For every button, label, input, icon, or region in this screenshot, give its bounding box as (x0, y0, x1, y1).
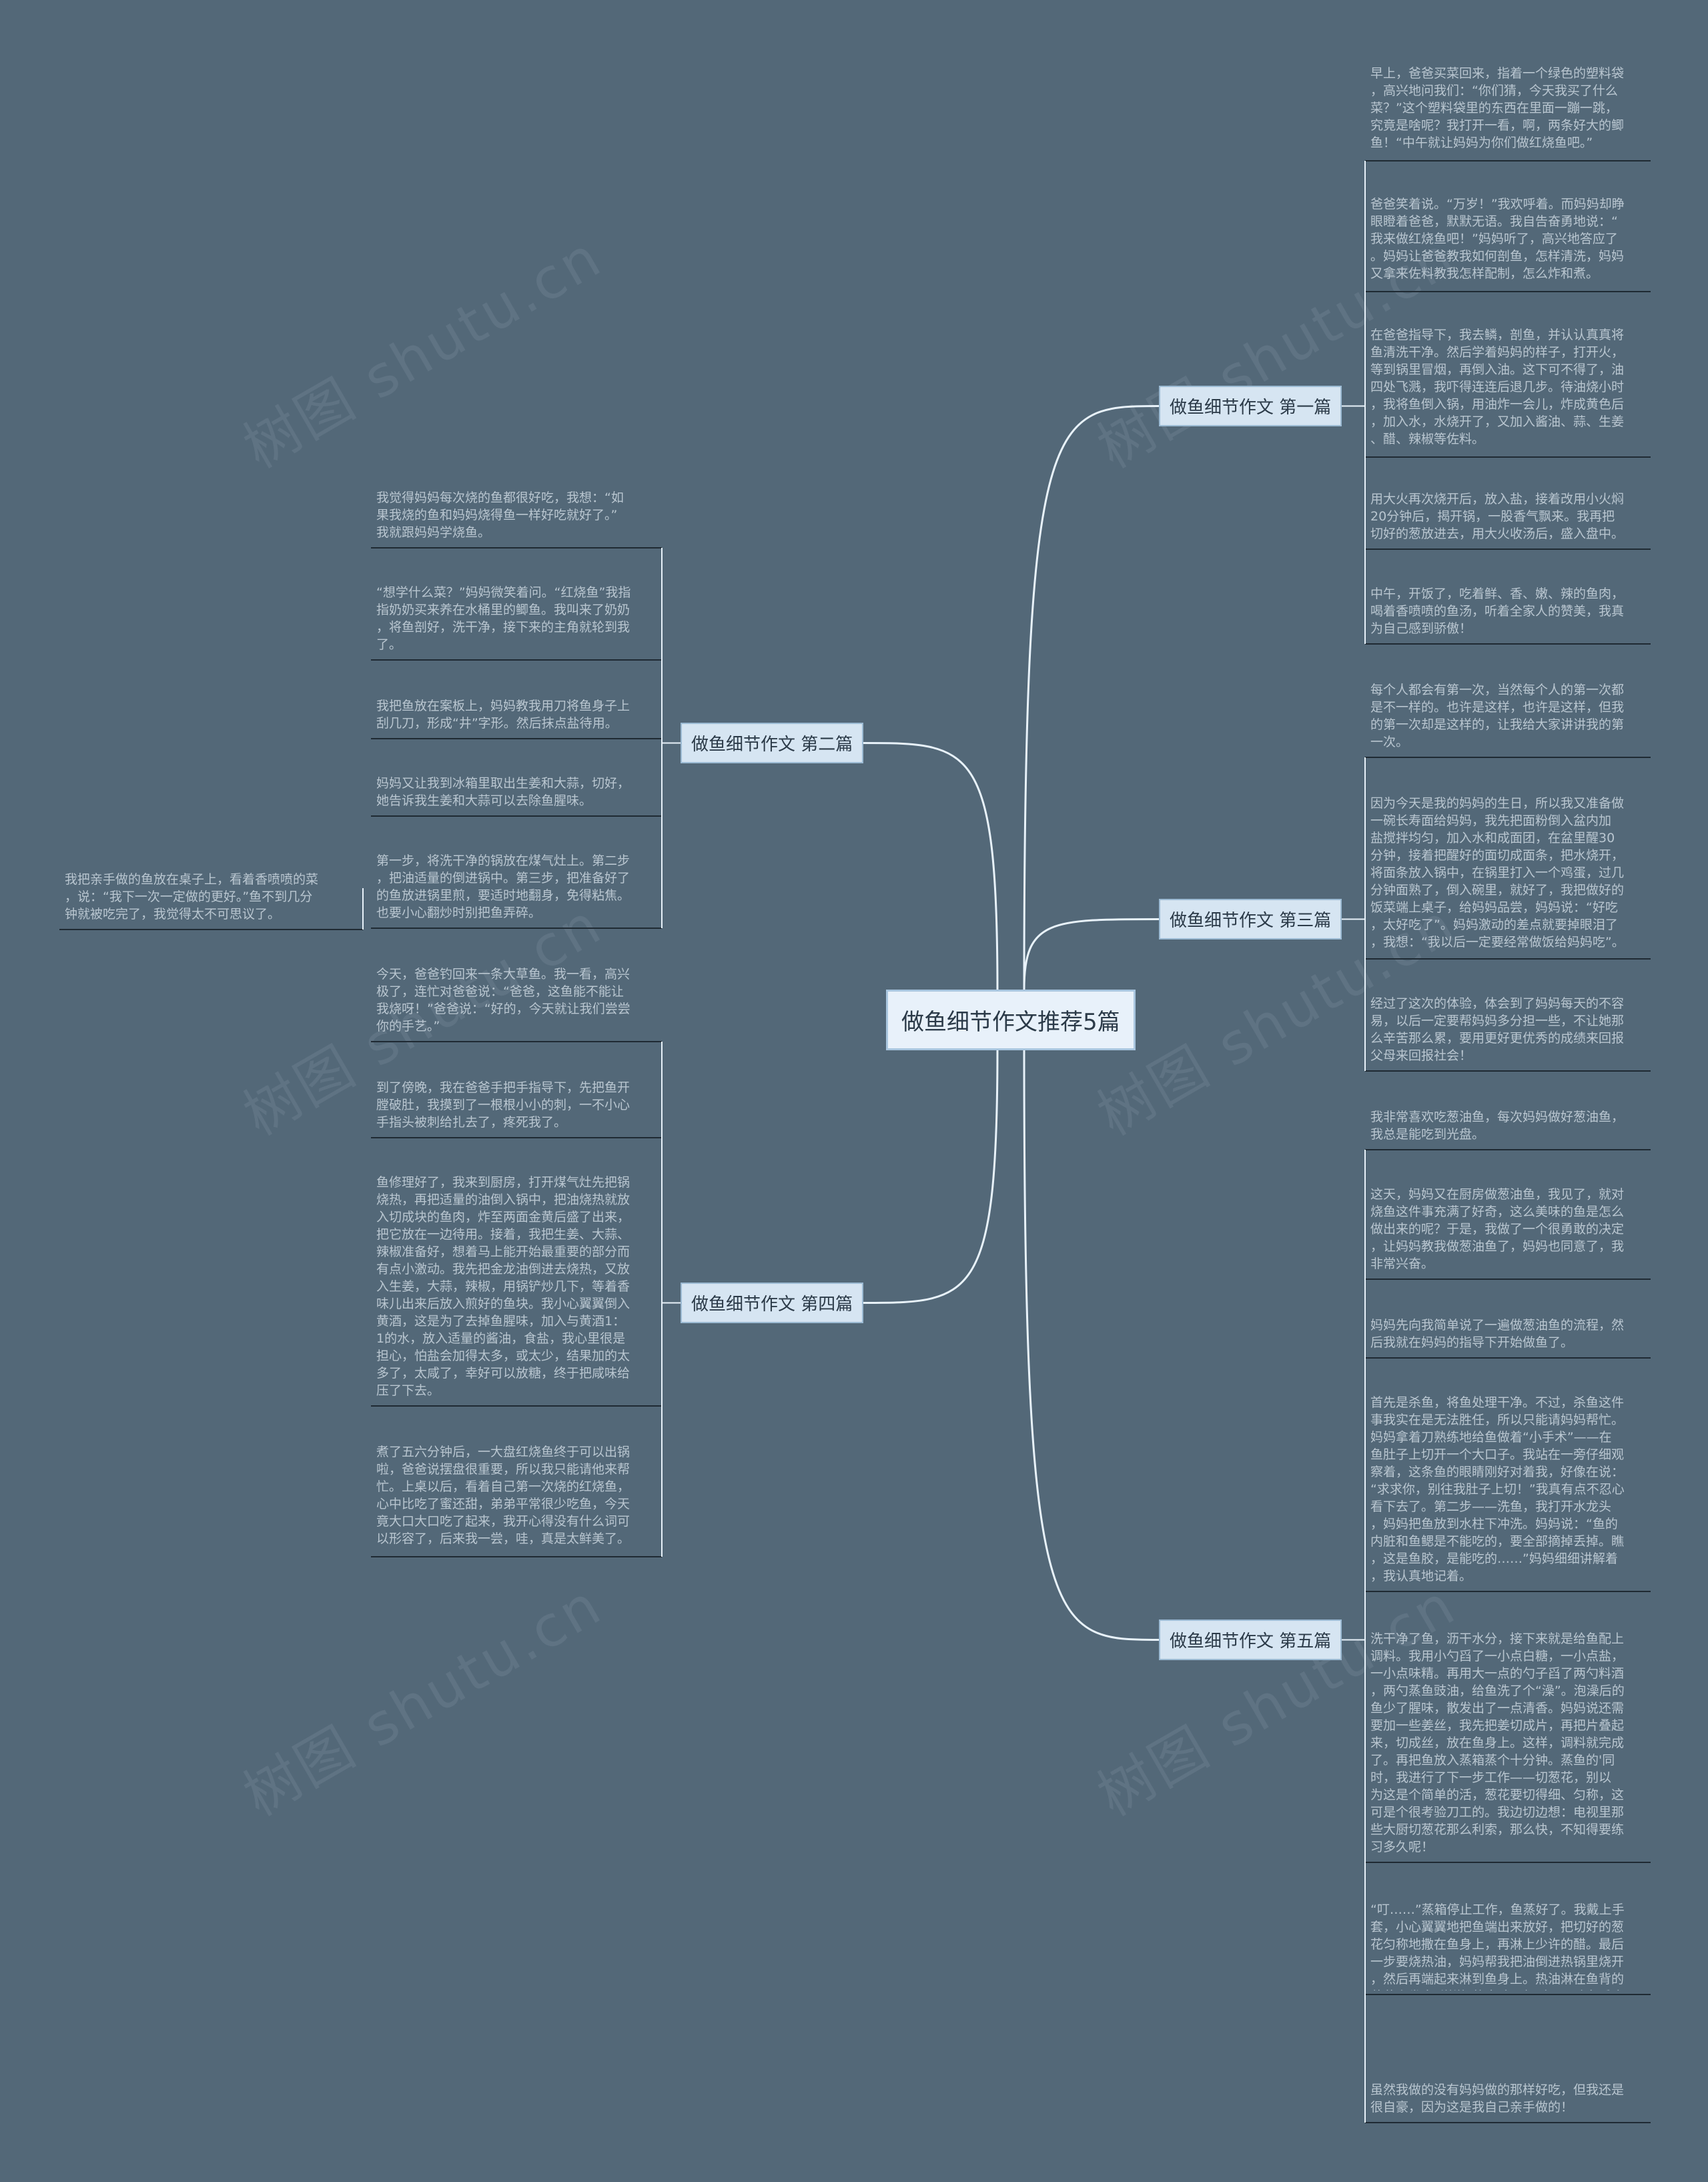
branch-link-2 (863, 742, 999, 990)
leaf-5-7: 虽然我做的没有妈妈做的那样好吃，但我还是 很自豪，因为这是我自己亲手做的！ (1370, 2083, 1625, 2115)
branch-link-4 (863, 1050, 999, 1304)
branch-node-1[interactable]: 做鱼细节作文 第一篇 (1159, 386, 1342, 426)
leaf-5-2: 这天，妈妈又在厨房做葱油鱼，我见了，就对 烧鱼这件事充满了好奇，这么美味的鱼是怎… (1370, 1187, 1625, 1271)
branch-node-3[interactable]: 做鱼细节作文 第三篇 (1159, 899, 1342, 940)
leaf-5-5: 洗干净了鱼，沥干水分，接下来就是给鱼配上 调料。我用小勺舀了一小点白糖，一小点盐… (1370, 1631, 1625, 1854)
leaf-4-2: 到了傍晚，我在爸爸手把手指导下，先把鱼开 膛破肚，我摸到了一根根小小的刺，一不小… (376, 1080, 630, 1130)
branch-node-4[interactable]: 做鱼细节作文 第四篇 (681, 1283, 864, 1323)
leaf-5-6: “叮……”蒸箱停止工作，鱼蒸好了。我戴上手 套，小心翼翼地把鱼端出来放好，把切好… (1370, 1902, 1625, 1990)
branch-node-2[interactable]: 做鱼细节作文 第二篇 (681, 723, 864, 763)
leaf-1-1: 早上，爸爸买菜回来，指着一个绿色的塑料袋 ，高兴地问我们：“你们猜，今天我买了什… (1370, 66, 1625, 150)
branch-link-1 (1023, 405, 1160, 990)
root-node[interactable]: 做鱼细节作文推荐5篇 (886, 990, 1136, 1050)
leaf-2-5: 第一步，将洗干净的锅放在煤气灶上。第二步 ，把油适量的倒进锅中。第三步，把准备好… (376, 853, 630, 920)
leaf-3-1: 每个人都会有第一次，当然每个人的第一次都 是不一样的。也许是这样，也许是这样，但… (1370, 683, 1625, 749)
leaf-2-3: 我把鱼放在案板上，妈妈教我用刀将鱼身子上 刮几刀，形成“井”字形。然后抹点盐待用… (376, 699, 630, 731)
leaf-4-1: 今天，爸爸钓回来一条大草鱼。我一看，高兴 极了，连忙对爸爸说：“爸爸，这鱼能不能… (376, 967, 630, 1034)
branch-node-5[interactable]: 做鱼细节作文 第五篇 (1159, 1619, 1342, 1660)
leaf-3-2: 因为今天是我的妈妈的生日，所以我又准备做 一碗长寿面给妈妈，我先把面粉倒入盆内加… (1370, 796, 1625, 950)
leaf-5-1: 我非常喜欢吃葱油鱼，每次妈妈做好葱油鱼， 我总是能吃到光盘。 (1370, 1110, 1625, 1142)
leaf-5-3: 妈妈先向我简单说了一遍做葱油鱼的流程，然 后我就在妈妈的指导下开始做鱼了。 (1370, 1318, 1625, 1350)
leaf-4-4: 煮了五六分钟后，一大盘红烧鱼终于可以出锅 啦，爸爸说摆盘很重要，所以我只能请他来… (376, 1445, 630, 1546)
leaf-1-2: 爸爸笑着说。“万岁！”我欢呼着。而妈妈却睁 眼瞪着爸爸，默默无语。我自告奋勇地说… (1370, 197, 1625, 281)
leaf-1-5: 中午，开饭了，吃着鲜、香、嫩、辣的鱼肉， 喝着香喷喷的鱼汤，听着全家人的赞美，我… (1370, 587, 1625, 636)
leaf-1-4: 用大火再次烧开后，放入盐，接着改用小火焖 20分钟后，揭开锅，一股香气飘来。我再… (1370, 492, 1625, 541)
leaf-5-4: 首先是杀鱼，将鱼处理干净。不过，杀鱼这件 事我实在是无法胜任，所以只能请妈妈帮忙… (1370, 1395, 1625, 1583)
leaf-3-3: 经过了这次的体验，体会到了妈妈每天的不容 易，以后一定要帮妈妈多分担一些，不让她… (1370, 996, 1625, 1063)
leaf-2-4: 妈妈又让我到冰箱里取出生姜和大蒜，切好， 她告诉我生姜和大蒜可以去除鱼腥味。 (376, 776, 630, 808)
branch-link-3 (1023, 918, 1160, 990)
leaf-2-6: 我把亲手做的鱼放在桌子上，看着香喷喷的菜 ，说：“我下一次一定做的更好。”鱼不到… (65, 872, 319, 922)
leaf-1-3: 在爸爸指导下，我去鳞，剖鱼，并认认真真将 鱼清洗干净。然后学着妈妈的样子，打开火… (1370, 328, 1625, 446)
branch-link-5 (1023, 1050, 1160, 1641)
leaf-2-1: 我觉得妈妈每次烧的鱼都很好吃，我想：“如 果我烧的鱼和妈妈烧得鱼一样好吃就好了。… (376, 490, 624, 540)
leaf-4-3: 鱼修理好了，我来到厨房，打开煤气灶先把锅 烧热，再把适量的油倒入锅中，把油烧热就… (376, 1175, 630, 1398)
leaf-2-2: “想学什么菜？”妈妈微笑着问。“红烧鱼”我指 指奶奶买来养在水桶里的鲫鱼。我叫来… (376, 585, 631, 652)
